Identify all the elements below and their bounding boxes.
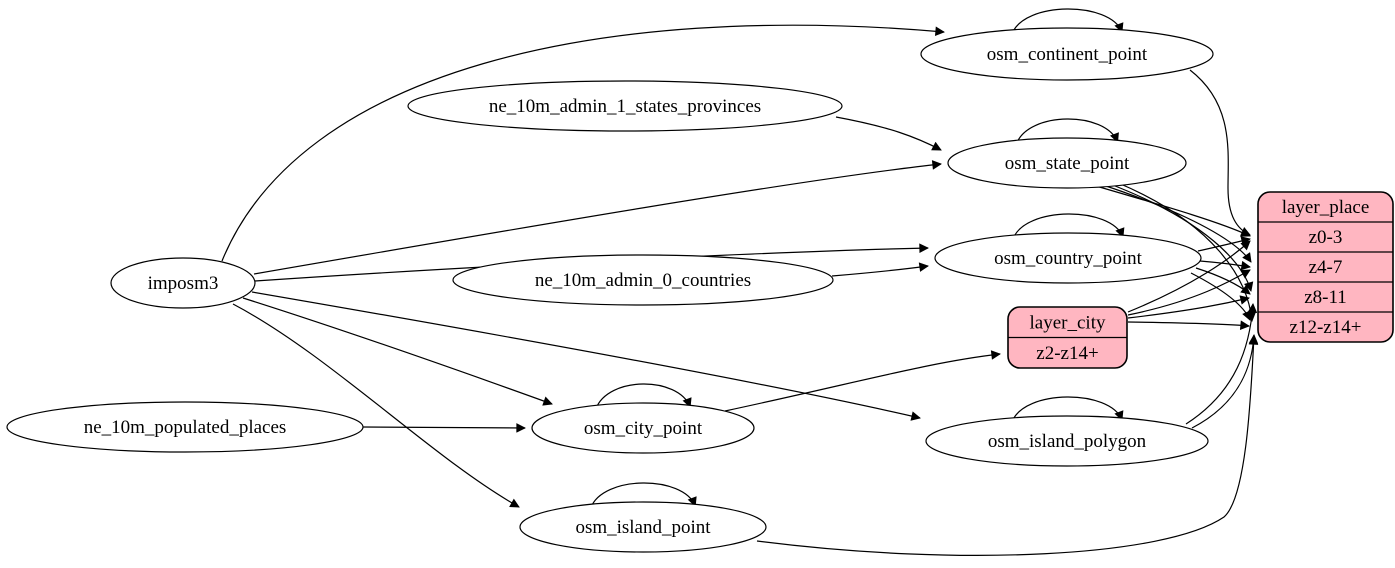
- edge-osm_state_point-to-layer_place-z4-7: [1102, 184, 1252, 263]
- table-node-osm_city_point: [531, 402, 755, 454]
- edge-osm_city_point-to-layer_city-z2-z14+: [724, 350, 1001, 412]
- table-node-osm_island_point: [519, 501, 767, 553]
- record-row-layer_city-z2-z14+: z2-z14+: [1036, 343, 1098, 364]
- table-node-label-osm_continent_point: osm_continent_point: [987, 44, 1148, 65]
- edge-imposm3-to-osm_continent_point: [221, 24, 945, 262]
- self-loop-edge-osm_state_point: [1015, 118, 1119, 145]
- edge-osm_country_point-to-layer_place-z12-z14+: [1190, 272, 1252, 321]
- nodes-layer: imposm3 ne_10m_admin_1_states_provincesne…: [6, 27, 1394, 553]
- edge-osm_continent_point-to-layer_place-z0-3: [1189, 69, 1251, 236]
- edge-ne_10m_admin_0_countries-to-osm_country_point: [831, 262, 929, 277]
- edge-layer_city-to-layer_place-z4-7: [1127, 269, 1251, 316]
- edge-imposm3-to-osm_state_point: [253, 160, 942, 275]
- edge-layer_city-to-layer_place-z0-3: [1127, 240, 1251, 313]
- table-node-ne_10m_populated_places: [6, 401, 364, 453]
- edge-osm_island_polygon-to-layer_place-z8-11: [1185, 303, 1258, 425]
- edge-ne_10m_populated_places-to-osm_city_point: [362, 423, 526, 433]
- table-node-label-osm_country_point: osm_country_point: [994, 248, 1142, 269]
- record-row-layer_place-z8-11: z8-11: [1304, 287, 1347, 308]
- table-node-osm_continent_point: [920, 27, 1214, 81]
- table-node-label-ne_10m_populated_places: ne_10m_populated_places: [84, 417, 287, 438]
- table-node-osm_state_point: [947, 137, 1187, 189]
- table-node-ne_10m_admin_0_countries: [452, 254, 834, 306]
- self-loop-edge-osm_city_point: [595, 383, 692, 410]
- edge-layer_city-to-layer_place-z8-11: [1127, 295, 1250, 319]
- table-node-label-osm_island_point: osm_island_point: [575, 517, 711, 538]
- self-loop-edge-osm_continent_point: [1011, 8, 1124, 35]
- edge-layer_city-to-layer_place-z12-z14+: [1127, 320, 1250, 330]
- self-loop-edge-osm_country_point: [1012, 213, 1125, 240]
- edge-imposm3-to-osm_city_point: [242, 297, 553, 406]
- table-node-osm_country_point: [934, 232, 1202, 284]
- table-node-label-osm_city_point: osm_city_point: [584, 418, 703, 439]
- edge-osm_country_point-to-layer_place-z4-7: [1199, 260, 1251, 271]
- table-node-label-imposm3: imposm3: [148, 273, 219, 294]
- table-node-osm_island_polygon: [925, 415, 1209, 467]
- layer-record-title-layer_city: layer_city: [1030, 312, 1106, 333]
- record-row-layer_place-z0-3: z0-3: [1309, 227, 1343, 248]
- table-node-label-ne_10m_admin_1_states_provinces: ne_10m_admin_1_states_provinces: [489, 96, 761, 117]
- layer-record-title-layer_place: layer_place: [1282, 197, 1370, 218]
- edge-ne_10m_admin_1_states_provinces-to-osm_state_point: [835, 116, 942, 151]
- edge-osm_state_point-to-layer_place-z8-11: [1109, 183, 1254, 292]
- table-node-label-ne_10m_admin_0_countries: ne_10m_admin_0_countries: [535, 270, 751, 291]
- table-node-imposm3: [110, 257, 256, 309]
- edge-osm_island_point-to-layer_place-z12-z14+: [756, 335, 1259, 556]
- edge-imposm3-to-osm_island_polygon: [251, 291, 921, 421]
- record-row-layer_place-z4-7: z4-7: [1309, 257, 1343, 278]
- edge-osm_country_point-to-layer_place-z0-3: [1197, 236, 1251, 252]
- layer-record-layer_place: [1257, 191, 1394, 343]
- edge-imposm3-to-osm_island_point: [232, 303, 520, 508]
- edge-osm_island_polygon-to-layer_place-z12-z14+: [1191, 334, 1259, 429]
- table-node-ne_10m_admin_1_states_provinces: [407, 80, 843, 132]
- self-loop-edge-osm_island_polygon: [1011, 396, 1124, 423]
- self-loop-edge-osm_island_point: [590, 482, 697, 509]
- table-node-label-osm_state_point: osm_state_point: [1005, 153, 1130, 174]
- edges-layer: [221, 8, 1259, 556]
- edge-osm_state_point-to-layer_place-z0-3: [1095, 185, 1251, 237]
- table-node-label-osm_island_polygon: osm_island_polygon: [988, 431, 1147, 452]
- record-row-layer_place-z12-z14+: z12-z14+: [1290, 317, 1362, 338]
